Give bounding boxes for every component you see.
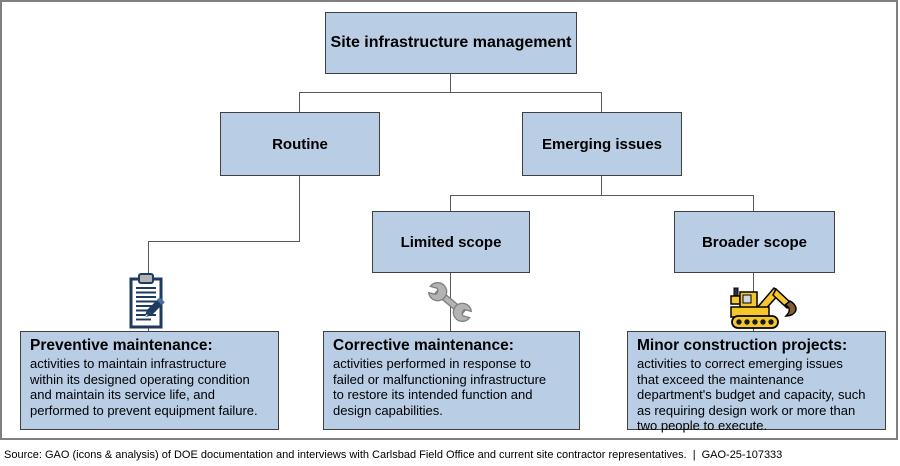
excavator-icon xyxy=(730,286,797,329)
source-divider: | xyxy=(692,449,696,461)
card-minor-construction-projects: Minor construction projects: activities … xyxy=(627,331,886,433)
connector-line xyxy=(601,92,602,112)
node-emerging-issues: Emerging issues xyxy=(522,112,682,176)
card-corrective-maintenance: Corrective maintenance: activities perfo… xyxy=(323,331,580,430)
node-label: Limited scope xyxy=(400,233,502,251)
connector-line xyxy=(299,174,300,241)
card-body: activities to correct emerging issues th… xyxy=(637,356,866,433)
source-text: Source: GAO (icons & analysis) of DOE do… xyxy=(4,449,687,461)
card-title: Minor construction projects: xyxy=(637,337,848,354)
card-preventive-maintenance: Preventive maintenance: activities to ma… xyxy=(20,331,279,430)
node-site-infrastructure-management: Site infrastructure management xyxy=(325,12,577,74)
wrench-icon xyxy=(427,282,473,322)
connector-line xyxy=(450,195,754,196)
node-limited-scope: Limited scope xyxy=(372,211,530,273)
clipboard-pen-icon xyxy=(129,273,165,329)
card-title: Corrective maintenance: xyxy=(333,337,514,354)
source-line: Source: GAO (icons & analysis) of DOE do… xyxy=(4,449,782,461)
connector-line xyxy=(148,241,300,242)
node-broader-scope: Broader scope xyxy=(674,211,835,273)
report-id: GAO-25-107333 xyxy=(701,449,783,461)
connector-line xyxy=(601,174,602,195)
card-title: Preventive maintenance: xyxy=(30,337,213,354)
node-label: Emerging issues xyxy=(541,135,663,153)
node-label: Routine xyxy=(272,135,328,153)
connector-line xyxy=(450,195,451,211)
connector-line xyxy=(299,92,602,93)
node-label: Broader scope xyxy=(701,233,808,251)
connector-line xyxy=(450,72,451,92)
node-label: Site infrastructure management xyxy=(330,34,572,51)
card-body: activities performed in response to fail… xyxy=(333,356,547,418)
card-body: activities to maintain infrastructure wi… xyxy=(30,356,258,418)
node-routine: Routine xyxy=(220,112,380,176)
connector-line xyxy=(299,92,300,112)
connector-line xyxy=(753,195,754,211)
